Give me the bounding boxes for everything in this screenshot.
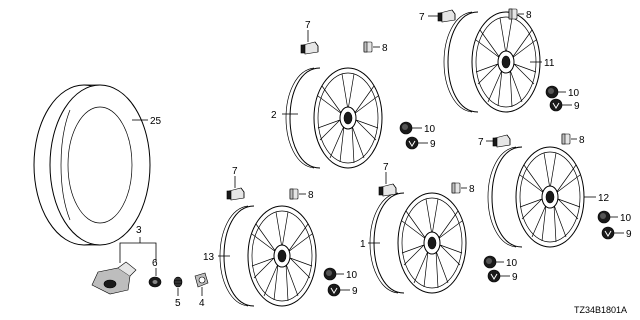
block-c-callout: 8 [579,135,585,146]
weight-block-c [561,133,571,145]
clip-e-callout: 7 [383,162,389,173]
wheel-12 [487,146,585,248]
grommet-callout: 6 [152,258,158,269]
valve-cap [173,276,183,288]
cap-c-callout: 10 [620,213,632,224]
cap-b-callout: 10 [568,88,580,99]
cap-callout: 5 [175,298,181,309]
emblem-c-callout: 9 [626,229,632,240]
tire [33,84,151,246]
wheel-2-callout: 2 [271,110,277,121]
cap-d-callout: 10 [346,270,358,281]
weight-clip-b [437,9,456,23]
emblem-b [549,98,563,112]
wheel-13-callout: 13 [203,252,215,263]
cap-e [483,255,497,269]
weight-clip-e [378,183,397,197]
cap-e-callout: 10 [506,258,518,269]
wheel-1 [369,192,467,294]
valve-nut [194,272,209,288]
wheel-11-callout: 11 [544,58,555,69]
valve-grommet [148,276,162,288]
tire-callout: 25 [150,116,162,127]
wheel-13 [219,205,317,307]
clip-d-callout: 7 [232,166,238,177]
emblem-a [405,136,419,150]
emblem-e-callout: 9 [512,272,518,283]
cap-d [323,267,337,281]
emblem-d-callout: 9 [352,286,358,297]
weight-clip-d [226,187,245,201]
tpms-bracket [119,242,157,263]
wheel-1-callout: 1 [360,239,366,250]
reference-code: TZ34B1801A [574,305,627,315]
emblem-a-callout: 9 [430,139,436,150]
wheel-12-callout: 12 [598,193,610,204]
tpms-sensor [91,261,137,295]
clip-b-callout: 7 [419,12,425,23]
emblem-d [327,283,341,297]
emblem-e [487,269,501,283]
weight-clip-c [492,134,511,148]
clip-c-callout: 7 [478,137,484,148]
nut-callout: 4 [199,298,205,309]
emblem-c [601,226,615,240]
cap-c [597,210,611,224]
block-d-callout: 8 [308,190,314,201]
cap-a [399,121,413,135]
tpms-callout: 3 [136,225,142,236]
cap-a-callout: 10 [424,124,436,135]
weight-block-b [508,8,518,20]
block-e-callout: 8 [469,184,475,195]
weight-block-e [451,182,461,194]
emblem-b-callout: 9 [574,101,580,112]
wheel-2 [285,67,383,169]
cap-b [545,85,559,99]
weight-block-d [289,188,299,200]
weight-clip-a [300,41,319,55]
block-b-callout: 8 [526,10,532,21]
block-a-callout: 8 [382,43,388,54]
clip-a-callout: 7 [305,20,311,31]
wheel-11 [443,11,541,113]
weight-block-a [363,41,373,53]
